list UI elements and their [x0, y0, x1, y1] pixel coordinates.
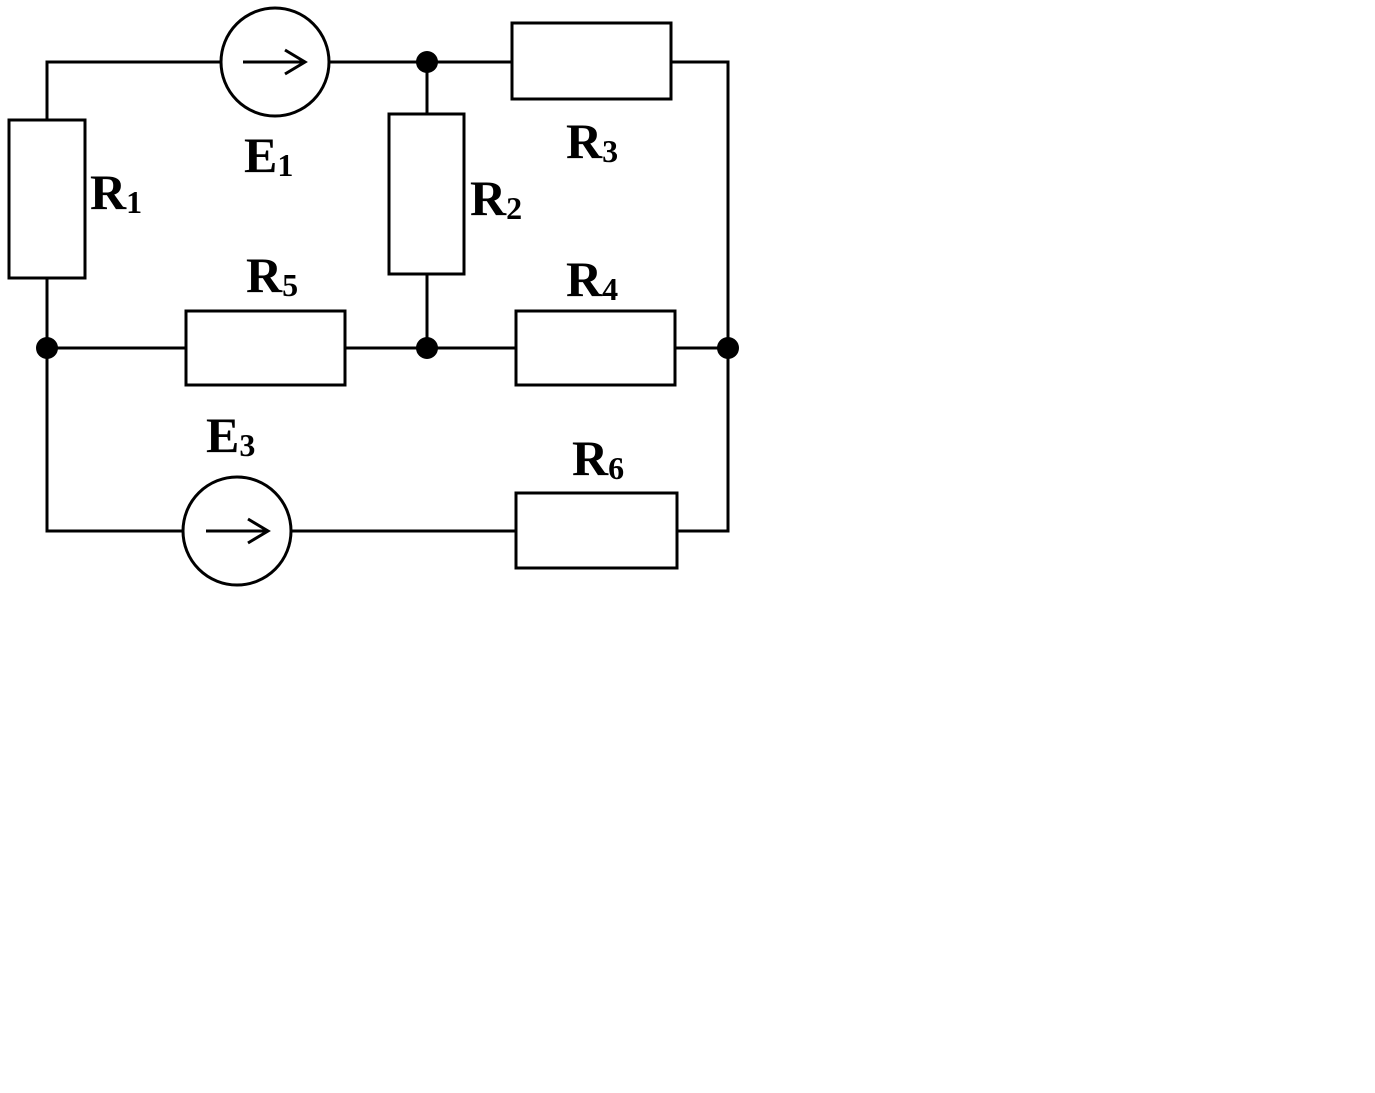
node-left-middle	[36, 337, 58, 359]
node-right-middle	[717, 337, 739, 359]
label-r6-index: 6	[608, 450, 624, 486]
label-r2-index: 2	[506, 190, 522, 226]
label-e1-index: 1	[277, 147, 293, 183]
label-r3-letter: R	[566, 113, 603, 169]
label-r3-index: 3	[602, 133, 618, 169]
resistor-r2	[387, 112, 466, 276]
label-r6-letter: R	[572, 430, 609, 486]
label-e3: E3	[206, 407, 255, 463]
node-center-middle	[416, 337, 438, 359]
label-e3-index: 3	[239, 427, 255, 463]
arrow-head-icon	[247, 517, 271, 545]
resistor-r4	[514, 309, 677, 387]
label-r2: R2	[470, 170, 522, 226]
label-r1-index: 1	[126, 184, 142, 220]
arrow-head-icon	[284, 48, 308, 76]
label-r3: R3	[566, 113, 618, 169]
label-r5-index: 5	[282, 267, 298, 303]
label-r5-letter: R	[246, 247, 283, 303]
voltage-source-e1	[219, 6, 331, 118]
label-r2-letter: R	[470, 170, 507, 226]
label-r1: R1	[90, 164, 142, 220]
label-e1: E1	[244, 127, 293, 183]
label-r6: R6	[572, 430, 624, 486]
label-r4: R4	[566, 251, 618, 307]
label-r5: R5	[246, 247, 298, 303]
resistor-r3	[510, 21, 673, 101]
label-r4-index: 4	[602, 271, 618, 307]
resistor-r5	[184, 309, 347, 387]
label-e1-letter: E	[244, 127, 277, 183]
voltage-source-e3	[181, 475, 293, 587]
label-e3-letter: E	[206, 407, 239, 463]
label-r4-letter: R	[566, 251, 603, 307]
resistor-r6	[514, 491, 679, 570]
resistor-r1	[7, 118, 87, 280]
label-r1-letter: R	[90, 164, 127, 220]
node-top-middle	[416, 51, 438, 73]
